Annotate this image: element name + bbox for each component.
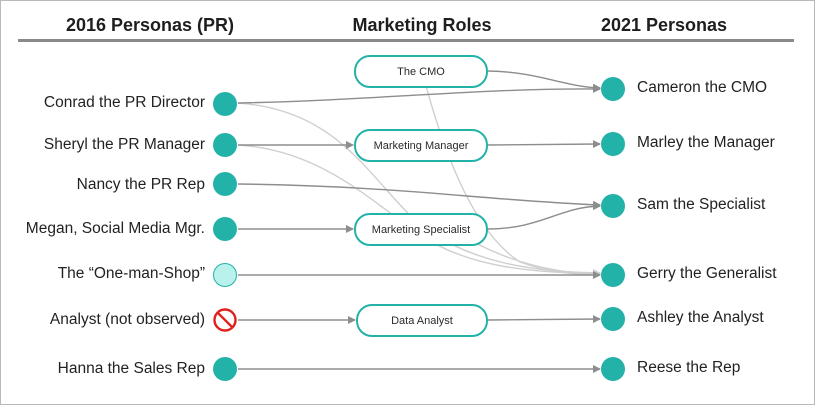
- persona-2016-label: Conrad the PR Director: [43, 94, 205, 111]
- persona-2016-node: [213, 92, 237, 116]
- header-rule: [18, 39, 794, 42]
- edge-specialist-sam: [487, 202, 601, 230]
- persona-2016-label: Hanna the Sales Rep: [57, 360, 205, 377]
- edge-nancy-sam: [237, 183, 601, 209]
- persona-2021-node: [601, 357, 625, 381]
- persona-2021-node: [601, 263, 625, 287]
- role-marketing-specialist: Marketing Specialist: [354, 213, 488, 246]
- persona-2021-label: Sam the Specialist: [637, 196, 766, 213]
- persona-2016-label: Megan, Social Media Mgr.: [25, 220, 205, 237]
- persona-2021-label: Marley the Manager: [637, 134, 775, 151]
- persona-2021-label: Gerry the Generalist: [637, 265, 777, 282]
- role-the-cmo: The CMO: [354, 55, 488, 88]
- role-data-analyst: Data Analyst: [356, 304, 488, 337]
- edge-data-ashley: [487, 315, 601, 324]
- persona-2021-label: Reese the Rep: [637, 359, 741, 376]
- persona-2021-node: [601, 194, 625, 218]
- persona-2021-node: [601, 77, 625, 101]
- edge-sheryl-gerry: [237, 144, 601, 278]
- header-2021-personas: 2021 Personas: [600, 15, 728, 35]
- persona-2016-node: [213, 217, 237, 241]
- persona-2021-label: Cameron the CMO: [637, 79, 768, 96]
- persona-2016-node-light: [213, 263, 237, 287]
- header-marketing-roles: Marketing Roles: [352, 15, 492, 35]
- edge-cmo-cameron: [487, 70, 601, 92]
- persona-2016-label: Sheryl the PR Manager: [43, 136, 205, 153]
- persona-2016-node: [213, 357, 237, 381]
- persona-2016-node: [213, 172, 237, 196]
- role-marketing-manager: Marketing Manager: [354, 129, 488, 162]
- persona-2016-label: Analyst (not observed): [49, 311, 205, 328]
- persona-2021-node: [601, 307, 625, 331]
- edge-conrad-cameron: [237, 84, 601, 104]
- edge-manager-marley: [487, 140, 601, 149]
- persona-2021-label: Ashley the Analyst: [637, 309, 764, 326]
- not-observed-icon: [213, 308, 237, 332]
- persona-2016-label: Nancy the PR Rep: [76, 176, 205, 193]
- persona-2016-label: The “One-man-Shop”: [57, 265, 205, 282]
- edge-specialist-gerry: [469, 239, 601, 279]
- edge-cmo-gerry: [421, 70, 601, 279]
- header-2016-personas: 2016 Personas (PR): [65, 15, 235, 35]
- persona-2016-node: [213, 133, 237, 157]
- persona-2021-node: [601, 132, 625, 156]
